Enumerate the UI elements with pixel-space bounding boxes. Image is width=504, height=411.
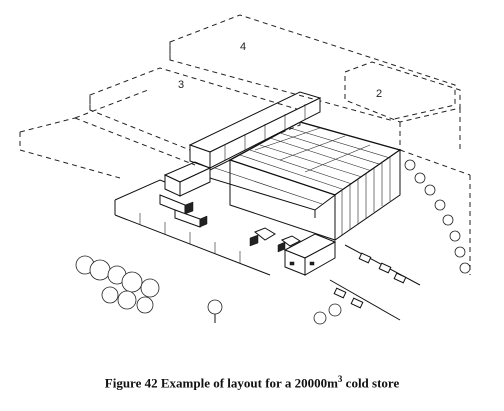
zone-2-label: 2: [376, 88, 382, 100]
expansion-zone-3: 3: [74, 67, 301, 166]
expansion-zone-4: 4: [169, 14, 456, 121]
main-cold-store-building: [228, 121, 402, 241]
roof-ribs: [239, 127, 391, 191]
tree-single-centre: [207, 299, 223, 323]
caption-text: Figure 42 Example of layout for a 20000m: [104, 375, 338, 391]
truck-2: [174, 209, 208, 228]
caption-superscript: 3: [337, 374, 343, 384]
trees: [75, 159, 471, 325]
cold-store-layout-drawing: 4 3 2: [19, 14, 471, 325]
truck-3: [249, 227, 276, 247]
tree-cluster-left: [75, 255, 160, 314]
figure-caption: Figure 42 Example of layout for a 20000m…: [0, 374, 504, 391]
site-fence: [114, 179, 271, 276]
gatehouse-left: [163, 161, 212, 197]
site-boundary-left: [19, 117, 121, 179]
caption-suffix: cold store: [342, 375, 400, 391]
truck-1: [159, 194, 194, 215]
trucks: [159, 194, 302, 253]
right-wall-ribs: [341, 157, 391, 235]
car-park: [329, 244, 421, 321]
zone-4-label: 4: [240, 41, 246, 53]
truck-4: [277, 235, 302, 253]
zone-3-label: 3: [178, 79, 184, 91]
tree-row-right: [404, 159, 471, 274]
tree-cluster-right-bottom: [313, 303, 342, 325]
gatehouse-right: [283, 233, 337, 276]
ancillary-building-row: [188, 91, 322, 169]
